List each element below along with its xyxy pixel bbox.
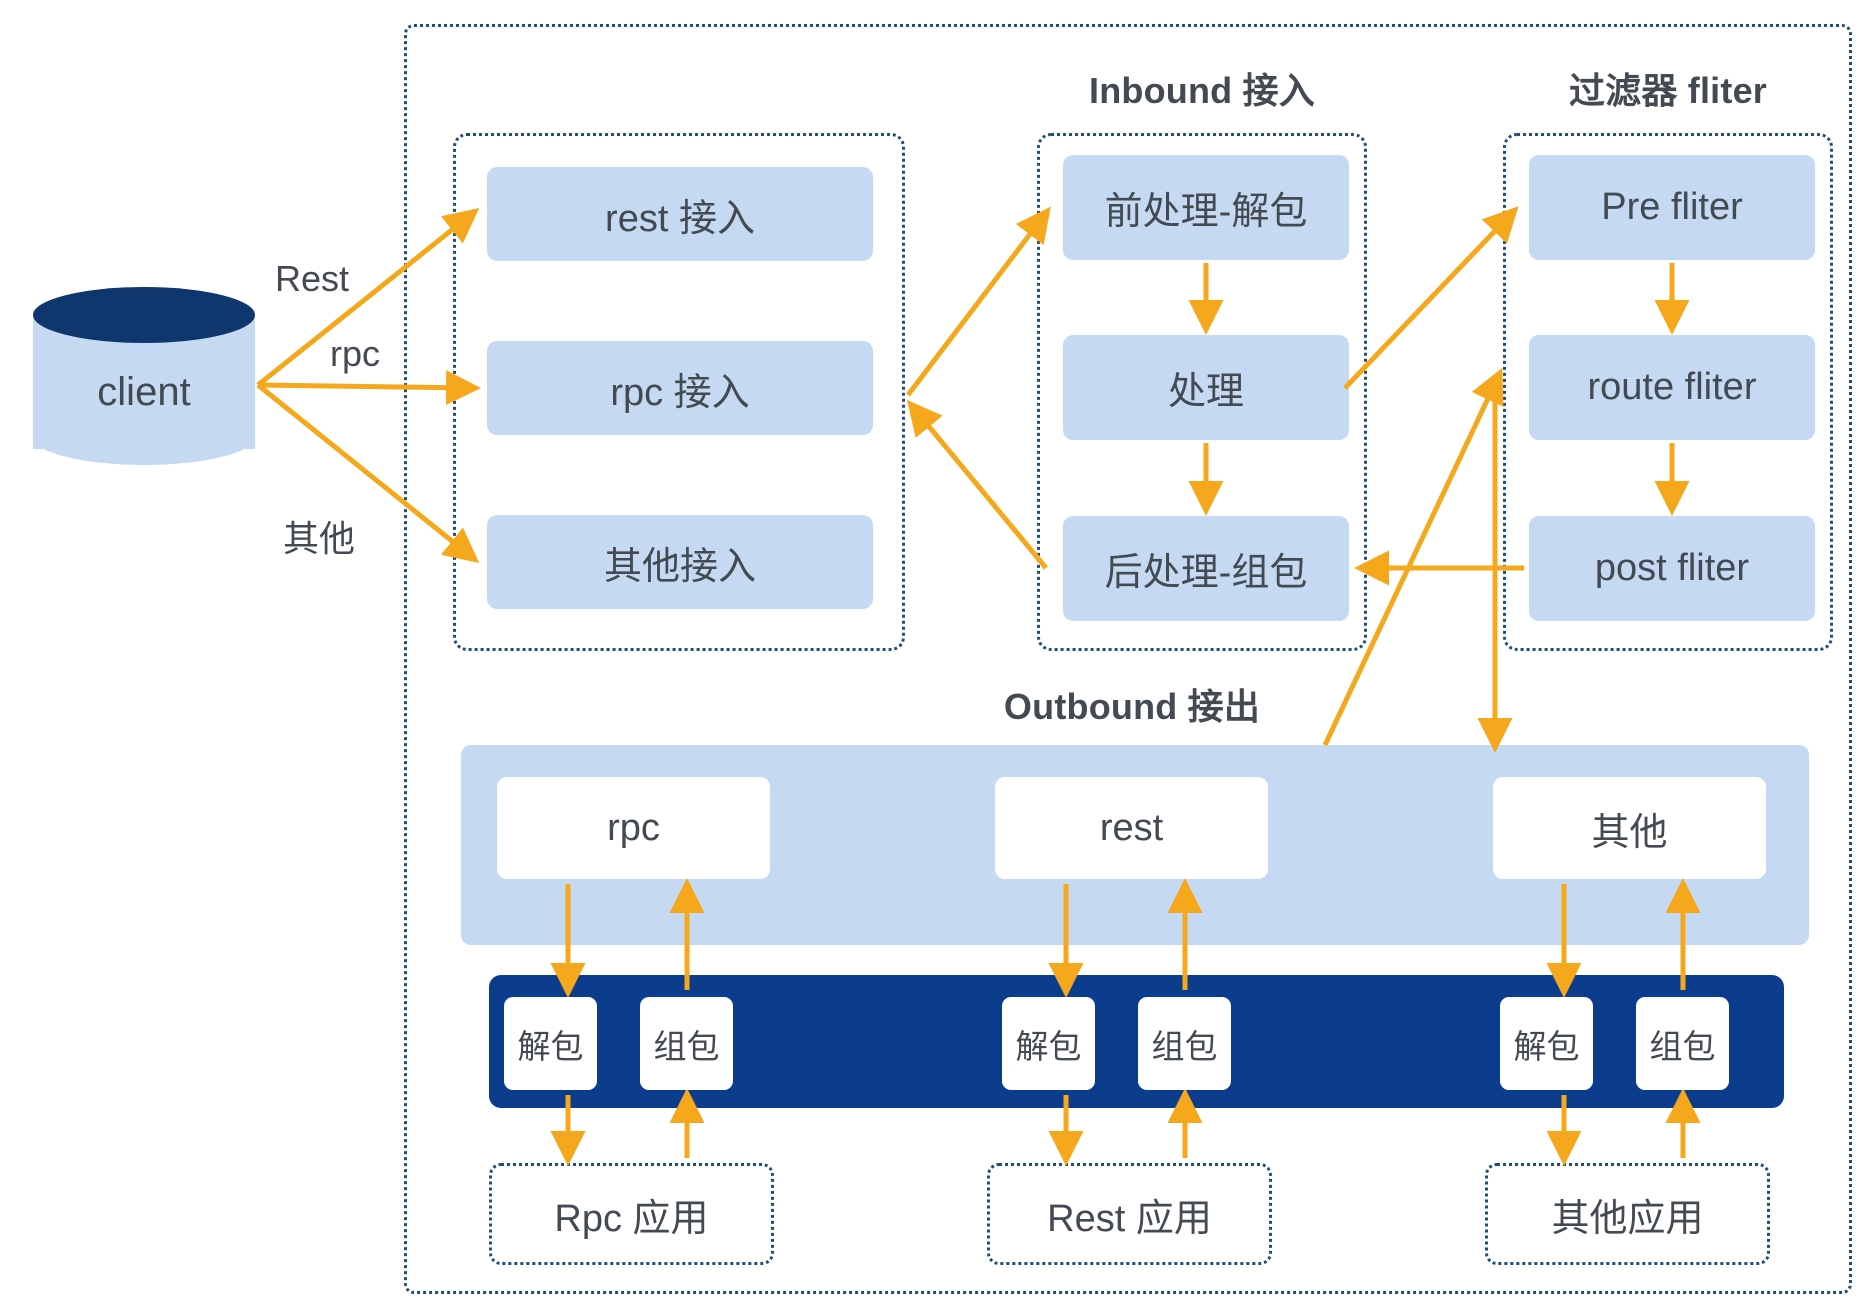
node-pre-fliter[interactable]: Pre fliter [1529, 155, 1815, 260]
chip-other-encode[interactable]: 组包 [1636, 997, 1729, 1090]
chip-rpc-decode[interactable]: 解包 [504, 997, 597, 1090]
app-box-rpc[interactable]: Rpc 应用 [489, 1163, 774, 1265]
edge-label-other: 其他 [283, 518, 356, 559]
node-rest-access[interactable]: rest 接入 [487, 167, 873, 261]
cylinder-top-ellipse [33, 287, 255, 343]
node-inbound-process[interactable]: 处理 [1063, 335, 1349, 440]
app-box-other[interactable]: 其他应用 [1485, 1163, 1770, 1265]
chip-rest-encode[interactable]: 组包 [1138, 997, 1231, 1090]
edge-label-rest: Rest [275, 258, 350, 299]
inbound-group-title: Inbound 接入 [1089, 70, 1315, 111]
filter-group-frame [1503, 133, 1833, 651]
app-box-rest[interactable]: Rest 应用 [987, 1163, 1272, 1265]
client-cylinder: client [33, 287, 255, 477]
chip-other-decode[interactable]: 解包 [1500, 997, 1593, 1090]
client-label: client [97, 369, 191, 414]
cylinder-bottom-ellipse [33, 409, 255, 465]
edge-label-rpc: rpc [330, 333, 381, 374]
outbound-group-title: Outbound 接出 [1003, 686, 1261, 727]
node-outbound-other[interactable]: 其他 [1493, 777, 1766, 879]
node-inbound-pre-decode[interactable]: 前处理-解包 [1063, 155, 1349, 260]
chip-rest-decode[interactable]: 解包 [1002, 997, 1095, 1090]
node-route-fliter[interactable]: route fliter [1529, 335, 1815, 440]
node-outbound-rest[interactable]: rest [995, 777, 1268, 879]
node-other-access[interactable]: 其他接入 [487, 515, 873, 609]
node-post-fliter[interactable]: post fliter [1529, 516, 1815, 621]
node-rpc-access[interactable]: rpc 接入 [487, 341, 873, 435]
system-boundary-frame [404, 24, 1852, 1294]
filter-group-title: 过滤器 fliter [1568, 70, 1767, 111]
chip-rpc-encode[interactable]: 组包 [640, 997, 733, 1090]
node-outbound-rpc[interactable]: rpc [497, 777, 770, 879]
node-inbound-post-encode[interactable]: 后处理-组包 [1063, 516, 1349, 621]
